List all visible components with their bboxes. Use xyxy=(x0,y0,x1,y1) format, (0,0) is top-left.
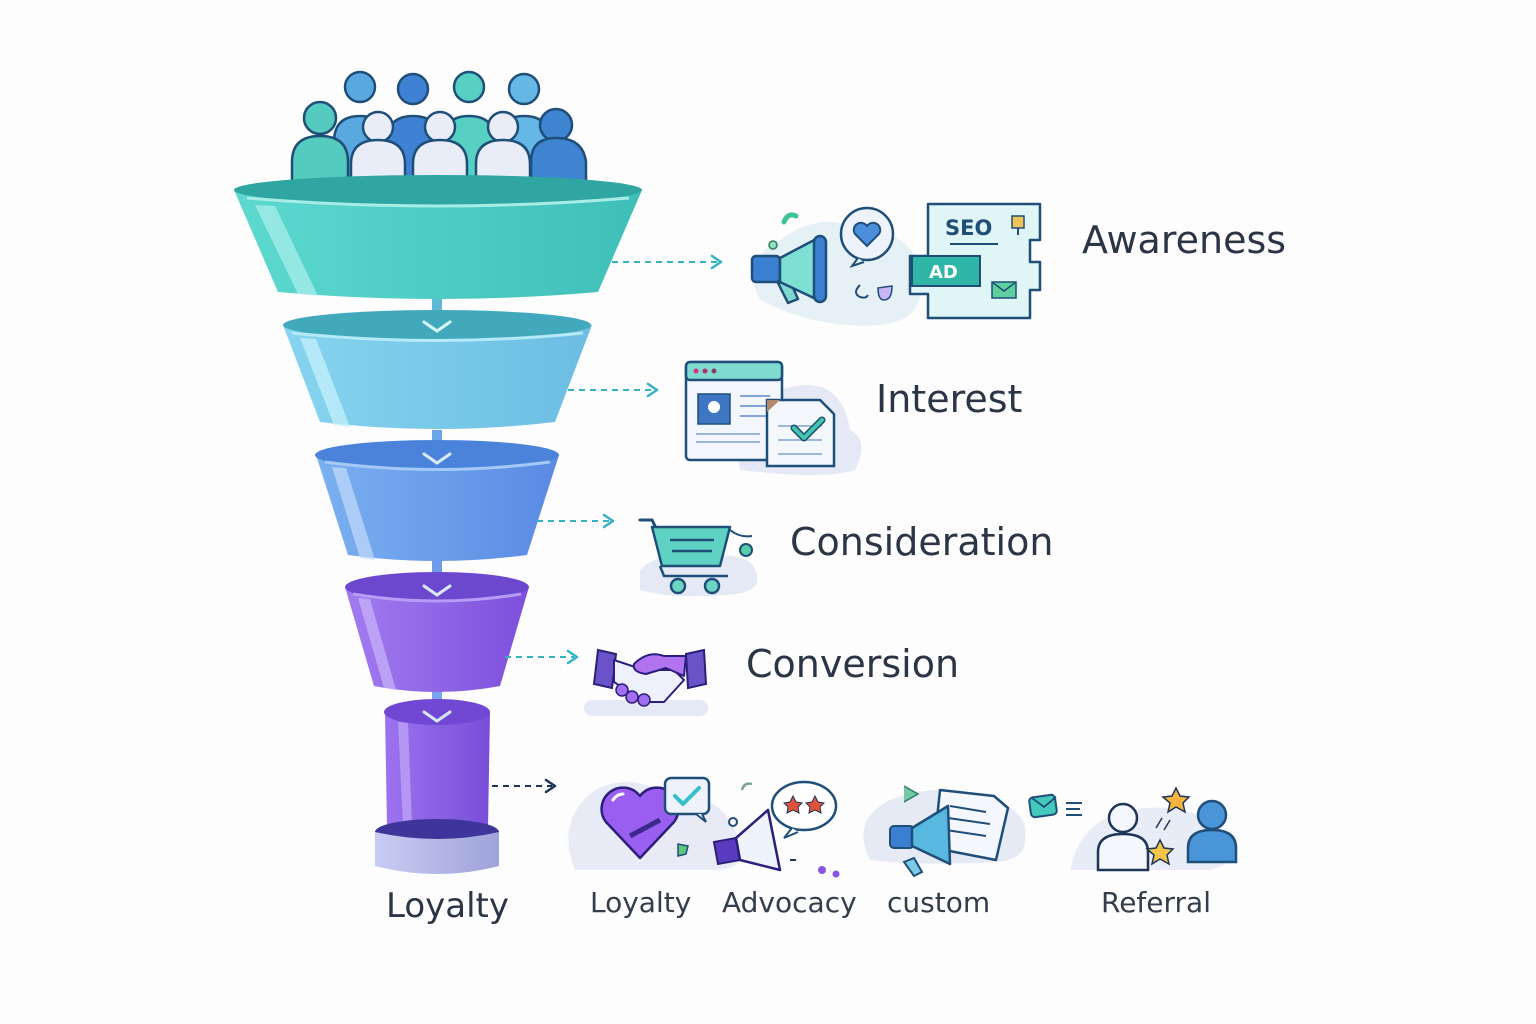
star-icon xyxy=(1161,786,1191,814)
star-icon xyxy=(782,794,804,814)
funnel-tier-awareness[interactable] xyxy=(234,175,642,299)
funnel-tier-conversion[interactable] xyxy=(345,572,529,692)
sub-label-custom: custom xyxy=(887,886,991,919)
dashed-arrows xyxy=(492,261,718,787)
heart-chat-icon xyxy=(839,206,895,268)
arrowhead-icon xyxy=(710,254,723,270)
referral-stars-icon xyxy=(1028,786,1238,872)
awareness-icons: SEO AD xyxy=(750,202,1042,326)
connector-1 xyxy=(432,296,442,314)
star-icon xyxy=(804,794,826,814)
funnel-bottom-label: Loyalty xyxy=(386,886,510,926)
sub-label-advocacy: Advocacy xyxy=(722,886,857,919)
crowd-people-icon xyxy=(290,70,588,194)
interest-icons xyxy=(684,360,862,475)
ad-badge: AD xyxy=(929,262,958,283)
chevron-down-icon xyxy=(422,584,452,597)
handshake-icon xyxy=(584,648,708,716)
stage-label-awareness: Awareness xyxy=(1082,218,1287,262)
arrowhead-icon xyxy=(566,649,579,665)
connector-2 xyxy=(432,430,442,446)
megaphone-icon xyxy=(750,234,828,305)
purple-heart-check-icon xyxy=(568,776,742,870)
sub-label-loyalty: Loyalty xyxy=(590,886,692,919)
megaphone-review-icon xyxy=(712,780,840,878)
megaphone-document-icon xyxy=(863,785,1026,878)
chevron-down-icon xyxy=(422,710,452,723)
checked-document-icon xyxy=(765,398,836,468)
chevron-down-icon xyxy=(422,452,452,465)
seo-badge: SEO xyxy=(945,216,992,240)
funnel-tier-interest[interactable] xyxy=(283,310,592,429)
arrowhead-icon xyxy=(602,513,615,529)
connector-3 xyxy=(432,560,442,578)
arrowhead-icon xyxy=(544,778,557,794)
star-icon xyxy=(1145,838,1175,866)
stage-label-conversion: Conversion xyxy=(746,642,960,686)
shopping-cart-icon xyxy=(638,518,758,597)
sub-label-referral: Referral xyxy=(1101,886,1211,919)
chevron-down-icon xyxy=(422,320,452,333)
arrowhead-icon xyxy=(646,382,659,398)
person-filled-icon xyxy=(1186,799,1238,864)
funnel-tier-consideration[interactable] xyxy=(315,440,559,561)
connector-4 xyxy=(432,690,442,706)
seo-ad-document-icon: SEO AD xyxy=(908,202,1042,320)
browser-window-icon xyxy=(684,360,784,462)
stage-label-consideration: Consideration xyxy=(790,520,1054,564)
stage-label-interest: Interest xyxy=(876,377,1023,421)
funnel-tier-loyalty[interactable] xyxy=(375,699,499,874)
person-outline-icon xyxy=(1096,802,1150,872)
